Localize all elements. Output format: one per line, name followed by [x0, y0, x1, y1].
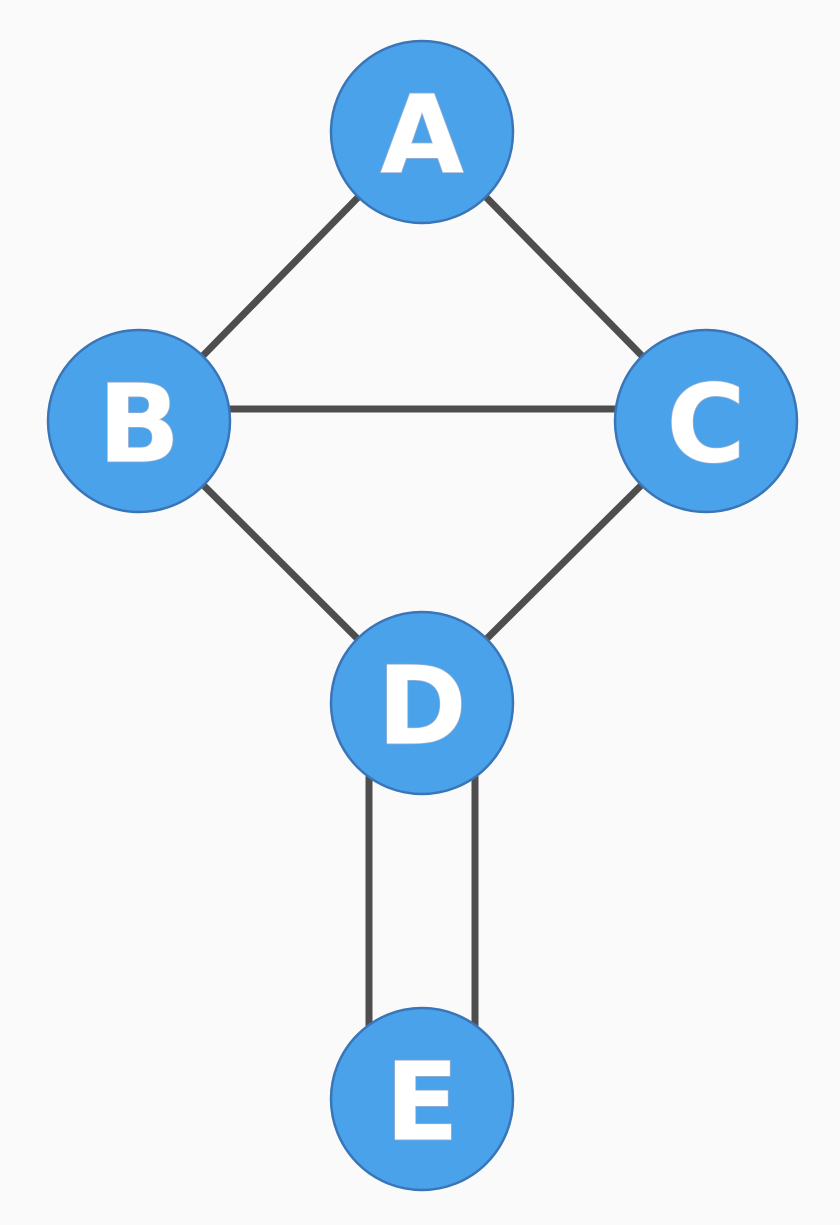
node-C[interactable]: C — [613, 328, 799, 514]
node-D[interactable]: D — [329, 610, 515, 796]
node-A[interactable]: A — [329, 39, 515, 225]
node-circle-E[interactable] — [329, 1006, 515, 1192]
node-E[interactable]: E — [329, 1006, 515, 1192]
node-circle-C[interactable] — [613, 328, 799, 514]
node-B[interactable]: B — [46, 328, 232, 514]
node-circle-D[interactable] — [329, 610, 515, 796]
node-circle-A[interactable] — [329, 39, 515, 225]
node-circle-B[interactable] — [46, 328, 232, 514]
